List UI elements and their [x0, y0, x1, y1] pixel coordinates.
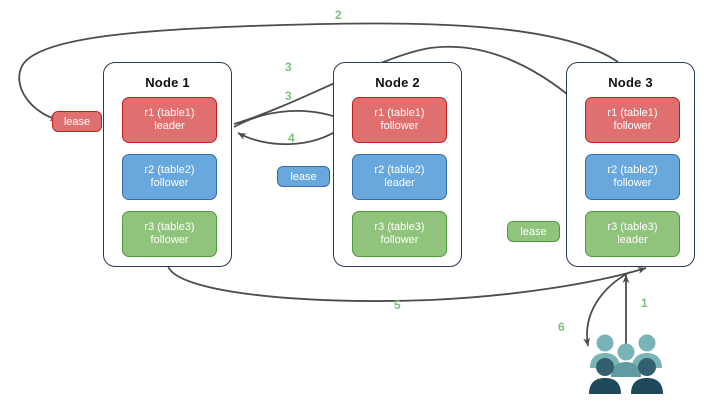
step-label-6: 6: [558, 320, 565, 334]
replica-name: r1 (table1): [374, 106, 425, 119]
replica-role: leader: [617, 234, 648, 246]
node3-title: Node 3: [608, 75, 653, 90]
replica-role: follower: [380, 234, 419, 246]
replica-name: r3 (table3): [374, 220, 425, 233]
replica-node2-r2[interactable]: r2 (table2) leader: [352, 154, 447, 200]
replica-role: follower: [150, 234, 189, 246]
users-group-icon: [589, 334, 663, 394]
node2-title: Node 2: [375, 75, 420, 90]
replica-role: follower: [150, 177, 189, 189]
step-label-4: 4: [288, 131, 295, 145]
replica-role: leader: [154, 120, 185, 132]
replica-role: follower: [613, 120, 652, 132]
replica-name: r2 (table2): [374, 163, 425, 176]
step-label-3a: 3: [285, 60, 292, 74]
arrow-step-2: [18, 22, 619, 122]
replica-node3-r3[interactable]: r3 (table3) leader: [585, 211, 680, 257]
replica-name: r3 (table3): [607, 220, 658, 233]
arrow-step-6: [583, 271, 631, 347]
lease-badge-red[interactable]: lease: [52, 111, 102, 132]
replica-role: leader: [384, 177, 415, 189]
replica-name: r1 (table1): [607, 106, 658, 119]
arrow-step-3-upper: [233, 45, 589, 125]
replica-name: r2 (table2): [607, 163, 658, 176]
lease-badge-blue[interactable]: lease: [277, 166, 330, 187]
replica-node2-r1[interactable]: r1 (table1) follower: [352, 97, 447, 143]
replica-name: r1 (table1): [144, 106, 195, 119]
step-label-3b: 3: [285, 89, 292, 103]
node1-title: Node 1: [145, 75, 190, 90]
lease-badge-green[interactable]: lease: [507, 221, 560, 242]
replica-node1-r1[interactable]: r1 (table1) leader: [122, 97, 217, 143]
step-label-5: 5: [394, 298, 401, 312]
replica-role: follower: [613, 177, 652, 189]
replica-node2-r3[interactable]: r3 (table3) follower: [352, 211, 447, 257]
step-label-2: 2: [335, 8, 342, 22]
replica-node1-r2[interactable]: r2 (table2) follower: [122, 154, 217, 200]
arrow-step-3-lower: [233, 110, 345, 128]
replica-name: r2 (table2): [144, 163, 195, 176]
step-label-1: 1: [641, 296, 648, 310]
replica-role: follower: [380, 120, 419, 132]
replica-node1-r3[interactable]: r3 (table3) follower: [122, 211, 217, 257]
replica-name: r3 (table3): [144, 220, 195, 233]
replica-node3-r2[interactable]: r2 (table2) follower: [585, 154, 680, 200]
replica-node3-r1[interactable]: r1 (table1) follower: [585, 97, 680, 143]
arrow-step-5: [167, 265, 647, 302]
